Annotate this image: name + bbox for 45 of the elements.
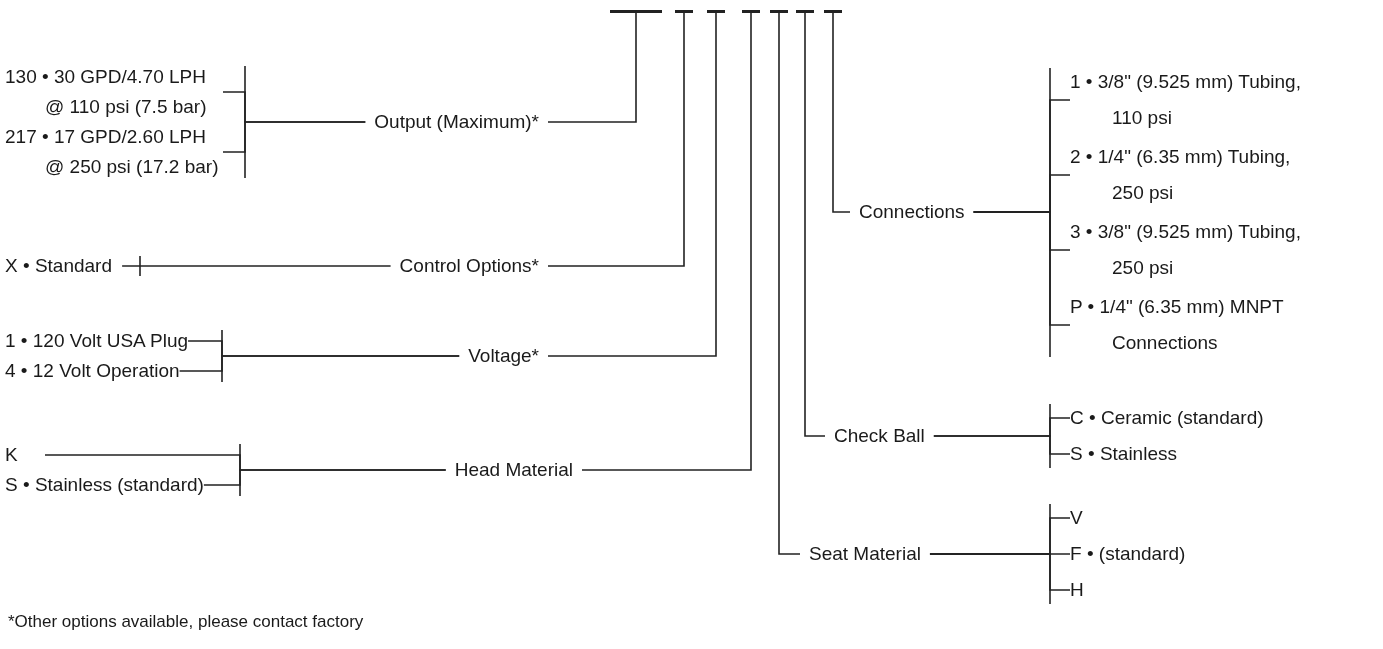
category-label: Connections	[850, 198, 974, 226]
option-text: 130 • 30 GPD/4.70 LPH @ 110 psi (7.5 bar)	[5, 62, 223, 122]
option-text: 3 • 3/8" (9.525 mm) Tubing, 250 psi	[1070, 214, 1322, 286]
option-text: F • (standard)	[1070, 536, 1199, 572]
code-position-bar	[742, 10, 760, 13]
connector-line	[547, 12, 717, 357]
option-text: 1 • 3/8" (9.525 mm) Tubing, 110 psi	[1070, 64, 1322, 136]
option-text: S • Stainless	[1070, 436, 1190, 472]
code-position-bar	[675, 10, 693, 13]
connector-line	[832, 12, 851, 213]
code-position-bar	[824, 10, 842, 13]
connector-line	[178, 355, 460, 372]
connector-line	[929, 553, 1071, 591]
option-text: H	[1070, 572, 1112, 608]
option-text: V	[1070, 500, 1112, 536]
category-label: Voltage*	[459, 342, 548, 370]
connector-line	[547, 12, 637, 123]
connector-line	[121, 265, 392, 267]
option-text: S • Stainless (standard)	[5, 470, 204, 500]
code-position-bar	[610, 10, 662, 13]
option-text: 2 • 1/4" (6.35 mm) Tubing, 250 psi	[1070, 139, 1322, 211]
footnote: *Other options available, please contact factory	[8, 612, 364, 632]
option-text: C • Ceramic (standard)	[1070, 400, 1264, 436]
connector-line	[581, 12, 752, 471]
category-label: Control Options*	[390, 252, 548, 280]
option-text: K	[5, 440, 45, 470]
option-text: X • Standard	[5, 252, 123, 280]
connector-line	[804, 12, 826, 437]
option-text: 217 • 17 GPD/2.60 LPH @ 250 psi (17.2 bar)	[5, 122, 223, 182]
connector-line	[972, 211, 1071, 326]
connector-line	[778, 12, 801, 555]
connector-line	[203, 469, 447, 486]
code-position-bar	[707, 10, 725, 13]
code-position-bar	[796, 10, 814, 13]
category-label: Output (Maximum)*	[365, 108, 548, 136]
connector-line	[547, 12, 685, 267]
category-label: Check Ball	[825, 422, 934, 450]
code-position-bar	[770, 10, 788, 13]
category-label: Head Material	[445, 456, 582, 484]
option-text: 4 • 12 Volt Operation	[5, 356, 180, 386]
option-text: 1 • 120 Volt USA Plug	[5, 326, 189, 356]
option-text: P • 1/4" (6.35 mm) MNPT Connections	[1070, 289, 1322, 361]
connector-line	[222, 121, 367, 153]
connector-line	[933, 435, 1071, 455]
category-label: Seat Material	[800, 540, 930, 568]
